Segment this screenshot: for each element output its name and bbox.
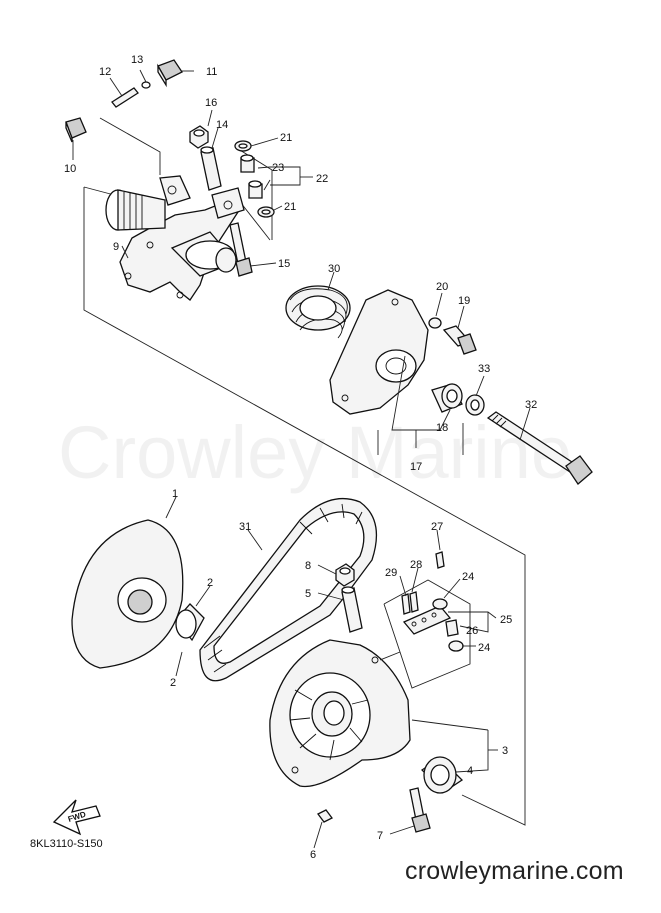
movable-bushing-part [420, 756, 464, 794]
sheave-bushing-part [175, 603, 205, 642]
shaft-washer-part [465, 394, 485, 416]
weight-block-part [157, 59, 183, 88]
callout-1: 1 [172, 488, 178, 500]
cover-bolt-part [442, 325, 477, 355]
callout-3: 3 [502, 745, 508, 757]
drive-belt-part [199, 498, 378, 682]
sleeve-part [200, 146, 222, 191]
fixed-sheave-part [71, 519, 184, 669]
callout-29: 29 [385, 567, 397, 579]
callout-22: 22 [316, 173, 328, 185]
plate-bushing-part [445, 619, 459, 637]
washer-lower-part [257, 206, 275, 218]
long-bolt-part [486, 411, 593, 485]
lower-frame-lines [379, 579, 471, 689]
callout-25: 25 [500, 614, 512, 626]
collar-part [341, 586, 363, 633]
callout-21-lower: 21 [284, 201, 296, 213]
callout-24-upper: 24 [462, 571, 474, 583]
callout-28: 28 [410, 559, 422, 571]
diagram-code: 8KL3110-S150 [30, 838, 103, 850]
plate-washer-lower-part [448, 640, 464, 652]
nut-part [189, 125, 209, 149]
plate-pin-part [401, 551, 445, 615]
callout-15: 15 [278, 258, 290, 270]
callout-17: 17 [410, 461, 422, 473]
spider-hub-part [105, 175, 245, 301]
bolt-part [229, 222, 253, 277]
bushing-upper-part [240, 154, 255, 173]
callout-5: 5 [305, 588, 311, 600]
sheave-bolt-part [409, 787, 431, 833]
callout-labels: 11 13 12 10 16 14 21 23 22 21 9 15 30 20… [64, 54, 537, 861]
website-footer: crowleymarine.com [405, 857, 624, 885]
callout-27: 27 [431, 521, 443, 533]
callout-11: 11 [206, 66, 217, 78]
spring-cover-part [329, 289, 429, 415]
callout-2-lower: 2 [170, 677, 176, 689]
cover-bushing-part [431, 383, 463, 413]
callout-24-lower: 24 [478, 642, 490, 654]
leader-lines [72, 69, 531, 849]
callout-10: 10 [64, 163, 76, 175]
watermark: Crowley Marine [58, 411, 572, 494]
callout-13: 13 [131, 54, 143, 66]
callout-6: 6 [310, 849, 316, 861]
callout-21-upper: 21 [280, 132, 292, 144]
bushing-lower-part [248, 180, 263, 199]
collar-nut-part [335, 563, 355, 587]
fwd-arrow-icon: FWD [52, 799, 101, 836]
callout-30: 30 [328, 263, 340, 275]
callout-4: 4 [467, 765, 473, 777]
callout-20: 20 [436, 281, 448, 293]
slider-block-part [65, 117, 87, 143]
callout-19: 19 [458, 295, 470, 307]
callout-31: 31 [239, 521, 251, 533]
callout-7: 7 [377, 830, 383, 842]
movable-sheave-part [269, 639, 411, 788]
cover-washer-part [428, 317, 442, 329]
pin-part [111, 87, 139, 108]
callout-12: 12 [99, 66, 111, 78]
plate-washer-upper-part [432, 598, 448, 610]
callout-26: 26 [466, 625, 478, 637]
callout-2-upper: 2 [207, 577, 213, 589]
washer-upper-part [234, 140, 252, 152]
callout-8: 8 [305, 560, 311, 572]
callout-18: 18 [436, 422, 448, 434]
cap-part [317, 809, 333, 823]
callout-9: 9 [113, 241, 119, 253]
callout-16: 16 [205, 97, 217, 109]
spring-part [285, 285, 351, 339]
roller-plate-part [402, 605, 452, 635]
ring-part [141, 81, 151, 89]
callout-23: 23 [272, 162, 284, 174]
callout-33: 33 [478, 363, 490, 375]
callout-14: 14 [216, 119, 228, 131]
callout-32: 32 [525, 399, 537, 411]
